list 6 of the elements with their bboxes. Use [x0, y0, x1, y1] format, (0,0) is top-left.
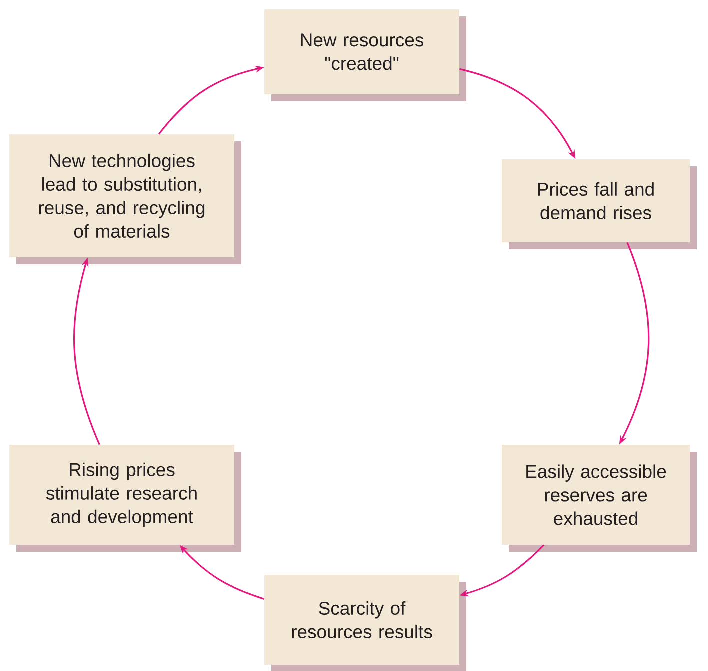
- process-box: Prices fall and demand rises: [502, 160, 698, 250]
- process-box: New technologies lead to substitution, reuse, and recycling of materials: [10, 134, 242, 264]
- process-box: Easily accessible reserves are exhausted: [502, 445, 698, 552]
- process-box: New resources "created": [264, 10, 466, 102]
- process-box: Scarcity of resources results: [264, 575, 466, 671]
- process-box: Rising prices stimulate research and development: [10, 445, 242, 552]
